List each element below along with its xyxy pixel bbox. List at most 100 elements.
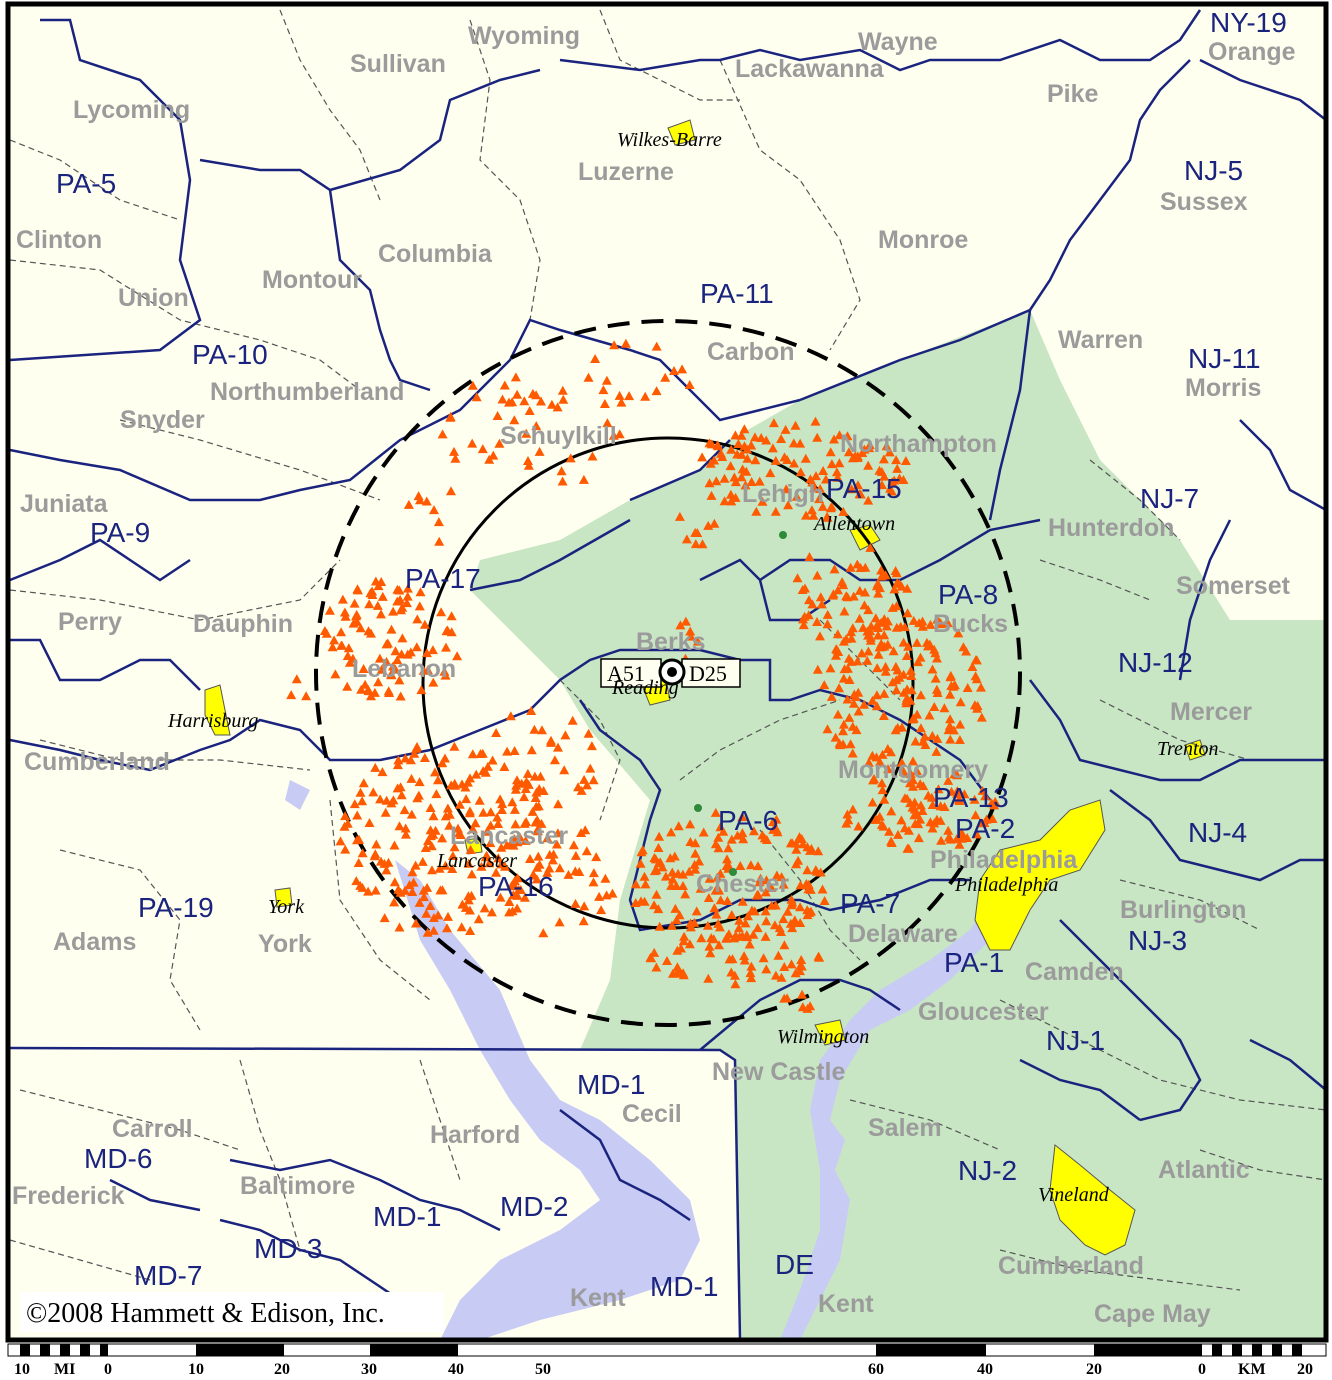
population-marker — [651, 865, 662, 875]
population-marker — [871, 814, 882, 824]
population-marker — [524, 406, 535, 415]
scale-label-km: 60 — [868, 1361, 884, 1378]
county-label: Somerset — [1176, 572, 1291, 600]
population-marker — [598, 385, 609, 395]
population-marker — [712, 872, 723, 882]
population-marker — [473, 914, 484, 924]
population-marker — [465, 926, 476, 935]
population-marker — [880, 570, 891, 580]
population-marker — [898, 475, 909, 484]
population-marker — [767, 443, 778, 453]
population-marker — [954, 735, 965, 744]
population-marker — [905, 768, 916, 778]
population-marker — [465, 806, 475, 816]
population-marker — [710, 807, 721, 817]
population-marker — [888, 646, 899, 656]
population-marker — [877, 480, 887, 490]
county-label: Luzerne — [578, 158, 674, 186]
population-marker — [400, 753, 411, 763]
district-label: PA-1 — [944, 947, 1004, 978]
population-marker — [630, 879, 641, 889]
population-marker — [822, 609, 833, 619]
population-marker — [355, 623, 366, 633]
population-marker — [915, 652, 926, 662]
population-marker — [795, 918, 806, 927]
population-marker — [899, 622, 910, 632]
population-marker — [735, 861, 746, 870]
population-marker — [826, 691, 837, 701]
population-marker — [447, 851, 458, 860]
population-marker — [491, 728, 502, 737]
population-marker — [436, 607, 447, 617]
population-marker — [660, 372, 671, 382]
population-marker — [902, 608, 913, 618]
population-marker — [412, 742, 422, 751]
station-marker[interactable]: A51 D25 Reading — [600, 658, 741, 699]
population-marker — [924, 710, 935, 720]
county-label: Lycoming — [73, 96, 190, 124]
population-marker — [546, 399, 557, 409]
population-marker — [381, 865, 392, 875]
county-label: Berks — [636, 628, 706, 656]
population-marker — [552, 402, 563, 412]
population-marker — [760, 887, 771, 897]
population-marker — [770, 900, 781, 910]
population-marker — [908, 756, 918, 766]
population-marker — [977, 785, 988, 795]
copyright-box — [20, 1292, 444, 1332]
population-marker — [898, 637, 909, 647]
population-marker — [945, 689, 956, 699]
population-marker — [369, 687, 380, 697]
population-marker — [578, 474, 589, 484]
population-marker — [344, 657, 355, 667]
population-marker — [542, 833, 553, 843]
population-marker — [755, 873, 766, 883]
district-label: MD-6 — [84, 1143, 152, 1174]
county-label: Cumberland — [24, 748, 170, 776]
population-marker — [414, 897, 425, 907]
population-marker — [930, 673, 941, 683]
population-marker — [353, 858, 364, 867]
population-marker — [446, 627, 457, 637]
population-marker — [422, 882, 433, 892]
population-marker — [479, 903, 490, 913]
population-marker — [471, 769, 482, 779]
population-marker — [745, 968, 756, 978]
population-marker — [877, 785, 888, 795]
population-marker — [389, 877, 400, 887]
population-marker — [512, 890, 523, 900]
population-marker — [908, 775, 918, 785]
population-marker — [565, 453, 576, 463]
population-marker — [492, 812, 503, 822]
population-marker — [401, 598, 412, 608]
population-marker — [485, 807, 496, 817]
scale-label-km: 0 — [1198, 1361, 1206, 1378]
population-marker — [588, 868, 599, 878]
population-marker — [413, 491, 424, 501]
population-marker — [757, 496, 768, 506]
population-marker — [421, 648, 432, 658]
population-marker — [560, 730, 571, 740]
population-marker — [380, 807, 391, 817]
scale-segment — [100, 1344, 108, 1356]
population-marker — [496, 842, 507, 852]
district-label: PA-13 — [933, 782, 1009, 813]
population-marker — [805, 845, 816, 855]
population-marker — [512, 775, 522, 785]
population-marker — [842, 809, 853, 819]
population-marker — [357, 848, 368, 858]
population-marker — [690, 539, 701, 549]
population-marker — [599, 399, 610, 408]
population-marker — [394, 675, 405, 685]
population-marker — [952, 770, 963, 780]
population-marker — [843, 447, 854, 457]
population-marker — [958, 642, 969, 652]
population-marker — [411, 642, 422, 652]
population-marker — [673, 965, 684, 975]
population-marker — [573, 782, 584, 792]
population-marker — [440, 860, 451, 870]
population-marker — [433, 910, 444, 920]
population-marker — [434, 863, 445, 873]
population-marker — [369, 851, 380, 861]
population-marker — [783, 500, 794, 510]
